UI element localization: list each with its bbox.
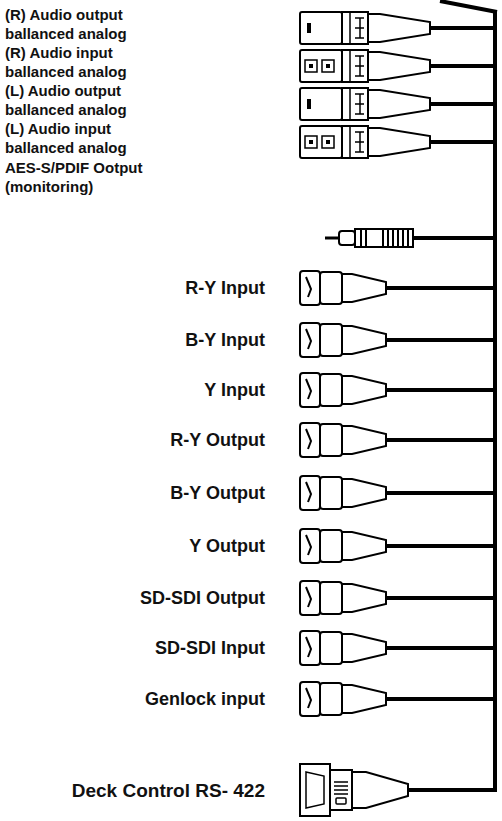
connector-label: (R) Audio input ballanced analog bbox=[5, 43, 165, 81]
connector-label: AES-S/PDIF Ootput (monitoring) bbox=[5, 158, 165, 196]
connector-label: R-Y Output bbox=[170, 429, 265, 451]
connector-label: B-Y Output bbox=[170, 482, 265, 504]
connector-label: Genlock input bbox=[145, 688, 265, 710]
connector-label: Y Input bbox=[204, 379, 265, 401]
connector-label: R-Y Input bbox=[185, 277, 265, 299]
connector-label: Y Output bbox=[189, 535, 265, 557]
cable-bundle bbox=[440, 1, 497, 12]
connector-label: (L) Audio input ballanced analog bbox=[5, 119, 165, 157]
connector-label: SD-SDI Output bbox=[140, 587, 265, 609]
connector-label: SD-SDI Input bbox=[155, 637, 265, 659]
cable-bundle bbox=[493, 10, 497, 792]
connector-label: (R) Audio output ballanced analog bbox=[5, 5, 165, 43]
connector-label: Deck Control RS- 422 bbox=[72, 779, 265, 802]
connector-label: (L) Audio output ballanced analog bbox=[5, 81, 165, 119]
connector-label: B-Y Input bbox=[185, 329, 265, 351]
